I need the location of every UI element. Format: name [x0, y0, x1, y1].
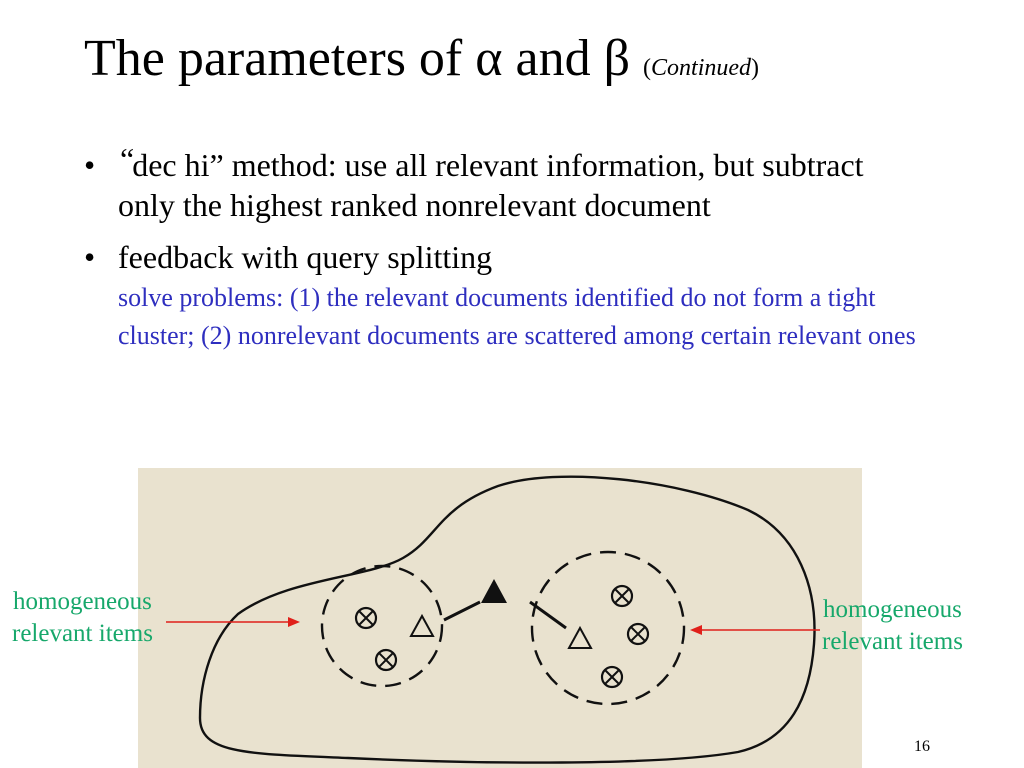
figure-diagram	[198, 475, 816, 764]
label-homogeneous-left: homogeneous relevant items	[12, 588, 153, 647]
left-arrow	[166, 617, 300, 627]
bullet-list: • “dec hi” method: use all relevant info…	[84, 141, 924, 355]
link-left	[443, 600, 481, 622]
circle-x-icon	[626, 622, 650, 646]
right-arrow	[690, 625, 820, 635]
link-right	[529, 600, 567, 630]
page-number: 16	[914, 738, 930, 755]
title-continued: Continued	[651, 55, 752, 81]
bullet-marker: •	[84, 239, 96, 275]
bullet-item-query-splitting: • feedback with query splitting solve pr…	[84, 237, 924, 355]
circle-x-icon	[600, 665, 624, 689]
label-homogeneous-right: homogeneous relevant items	[822, 596, 963, 655]
triangle-icon	[409, 613, 435, 637]
filled-triangle-icon	[481, 579, 507, 603]
triangle-icon	[567, 625, 593, 649]
document-space-outline	[198, 475, 816, 764]
bullet-note: solve problems: (1) the relevant documen…	[118, 283, 916, 350]
query-splitting-figure	[138, 468, 862, 768]
quote-open: “	[120, 141, 135, 177]
bullet-marker: •	[84, 147, 96, 183]
circle-x-icon	[374, 648, 398, 672]
circle-x-icon	[610, 584, 634, 608]
bullet-text: dec hi” method: use all relevant informa…	[118, 147, 864, 223]
title-continued-tag: (Continued)	[643, 55, 760, 81]
title-main: The parameters of α and β	[84, 30, 631, 87]
slide-title: The parameters of α and β (Continued)	[84, 30, 759, 87]
left-cluster-boundary	[320, 564, 444, 688]
circle-x-icon	[354, 606, 378, 630]
right-cluster-boundary	[530, 550, 686, 706]
bullet-text: feedback with query splitting	[118, 239, 493, 275]
bullet-item-dec-hi: • “dec hi” method: use all relevant info…	[84, 141, 924, 225]
